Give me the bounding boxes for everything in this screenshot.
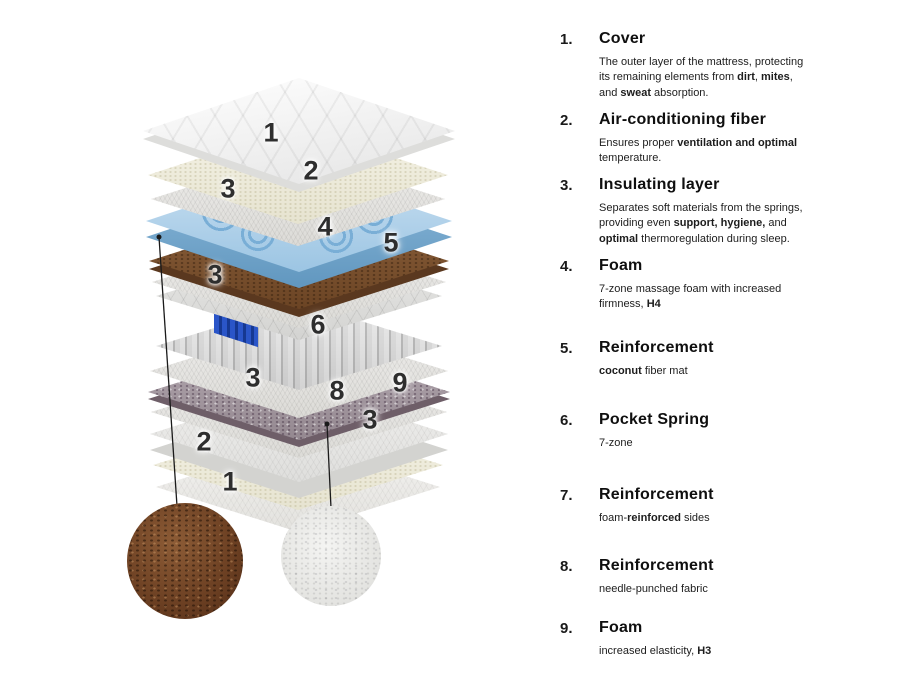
legend-number: 8. bbox=[560, 558, 573, 575]
layer-callout-6: 6 bbox=[310, 309, 326, 340]
layer-callout-8: 8 bbox=[329, 375, 345, 406]
legend-number: 4. bbox=[560, 258, 573, 275]
layer-callout-3: 3 bbox=[362, 404, 378, 435]
legend-number: 5. bbox=[560, 340, 573, 357]
legend-item-pocket-spring: 6. Pocket Spring 7-zone bbox=[560, 411, 709, 451]
legend-title: Reinforcement bbox=[599, 557, 714, 574]
legend-item-foam-h3: 9. Foam increased elasticity, H3 bbox=[560, 619, 711, 659]
legend-description: increased elasticity, H3 bbox=[599, 645, 712, 657]
legend-body: Reinforcement foam-reinforced sides bbox=[599, 486, 714, 526]
legend-body: Insulating layer Separates soft material… bbox=[599, 176, 811, 247]
legend-body: Reinforcement coconut fiber mat bbox=[599, 339, 714, 379]
legend-number: 3. bbox=[560, 177, 573, 194]
layer-callout-4: 4 bbox=[317, 211, 333, 242]
legend-title: Reinforcement bbox=[599, 339, 714, 356]
legend-item-cover: 1. Cover The outer layer of the mattress… bbox=[560, 30, 811, 101]
legend-description: needle-punched fabric bbox=[599, 583, 708, 595]
legend-item-insulating: 3. Insulating layer Separates soft mater… bbox=[560, 176, 811, 247]
leader-line-coconut bbox=[158, 236, 178, 507]
legend-title: Pocket Spring bbox=[599, 411, 710, 428]
layer-callout-2: 2 bbox=[196, 426, 212, 457]
legend-description: 7-zone bbox=[599, 437, 633, 449]
legend-title: Reinforcement bbox=[599, 486, 714, 503]
legend-number: 6. bbox=[560, 412, 573, 429]
legend-number: 7. bbox=[560, 487, 573, 504]
legend-item-foam-h4: 4. Foam 7-zone massage foam with increas… bbox=[560, 257, 811, 313]
layer-callout-9: 9 bbox=[392, 367, 408, 398]
legend-title: Foam bbox=[599, 619, 643, 636]
leader-line-foam bbox=[326, 423, 332, 509]
legend-description: coconut fiber mat bbox=[599, 365, 688, 377]
legend-body: Foam 7-zone massage foam with increased … bbox=[599, 257, 811, 313]
legend-description: 7-zone massage foam with increased firmn… bbox=[599, 283, 782, 311]
legend-body: Cover The outer layer of the mattress, p… bbox=[599, 30, 811, 101]
legend-title: Cover bbox=[599, 30, 646, 47]
layer-callout-5: 5 bbox=[383, 227, 399, 258]
layer-callout-1: 1 bbox=[263, 117, 279, 148]
legend-body: Air-conditioning fiber Ensures proper ve… bbox=[599, 111, 811, 167]
legend-number: 9. bbox=[560, 620, 573, 637]
layer-callout-1: 1 bbox=[222, 466, 238, 497]
layer-callout-2: 2 bbox=[303, 155, 319, 186]
layer-callout-3: 3 bbox=[207, 259, 223, 290]
legend-description: foam-reinforced sides bbox=[599, 512, 710, 524]
coconut-detail-photo bbox=[127, 503, 243, 619]
leader-lines bbox=[156, 234, 332, 509]
layer-callout-3: 3 bbox=[220, 173, 236, 204]
legend-description: Ensures proper ventilation and optimal t… bbox=[599, 137, 798, 165]
legend-item-air-fiber: 2. Air-conditioning fiber Ensures proper… bbox=[560, 111, 811, 167]
legend-number: 2. bbox=[560, 112, 573, 129]
legend-number: 1. bbox=[560, 31, 573, 48]
layer-callout-3: 3 bbox=[245, 362, 261, 393]
legend-body: Reinforcement needle-punched fabric bbox=[599, 557, 714, 597]
layer-cover bbox=[143, 78, 455, 192]
legend-item-needle-fabric: 8. Reinforcement needle-punched fabric bbox=[560, 557, 714, 597]
legend-body: Pocket Spring 7-zone bbox=[599, 411, 709, 451]
foam-detail-photo bbox=[281, 506, 381, 606]
legend-item-coconut: 5. Reinforcement coconut fiber mat bbox=[560, 339, 714, 379]
legend-body: Foam increased elasticity, H3 bbox=[599, 619, 711, 659]
legend: 1. Cover The outer layer of the mattress… bbox=[560, 0, 890, 675]
legend-title: Air-conditioning fiber bbox=[599, 111, 767, 128]
legend-title: Insulating layer bbox=[599, 176, 720, 193]
legend-item-foam-sides: 7. Reinforcement foam-reinforced sides bbox=[560, 486, 714, 526]
legend-description: Separates soft materials from the spring… bbox=[599, 202, 803, 245]
legend-title: Foam bbox=[599, 257, 643, 274]
legend-description: The outer layer of the mattress, protect… bbox=[599, 56, 804, 99]
